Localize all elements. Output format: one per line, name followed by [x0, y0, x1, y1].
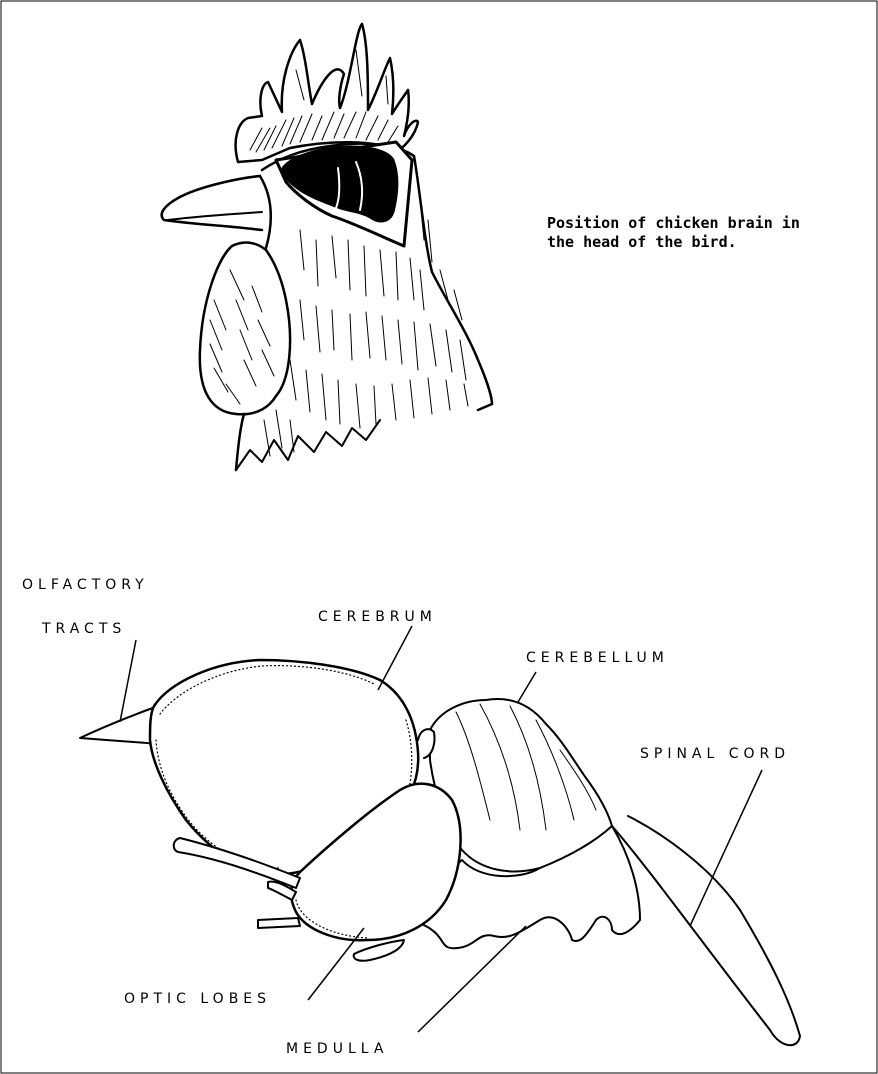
cerebellum-leader [518, 672, 536, 702]
label-olfactory: OLFACTORY [22, 578, 149, 592]
olfactory-tract-shape [80, 706, 160, 744]
label-cerebellum: CEREBELLUM [526, 651, 669, 665]
caption-line-1: Position of chicken brain in [547, 214, 877, 233]
optic-lobes-leader [308, 928, 364, 1000]
label-tracts: TRACTS [42, 622, 126, 636]
cerebrum-leader [378, 626, 412, 690]
label-spinal-cord: SPINAL CORD [640, 747, 790, 761]
label-optic-lobes: OPTIC LOBES [124, 992, 271, 1006]
olfactory-leader [120, 640, 136, 722]
caption-line-2: the head of the bird. [547, 233, 877, 252]
spinal-cord-shape [612, 816, 800, 1045]
rooster-head-illustration [162, 24, 492, 470]
label-cerebrum: CEREBRUM [318, 610, 437, 624]
label-medulla: MEDULLA [286, 1042, 388, 1056]
figure-caption: Position of chicken brain in the head of… [547, 214, 877, 252]
rooster-beak [162, 176, 262, 230]
brain-illustration [80, 660, 800, 1045]
